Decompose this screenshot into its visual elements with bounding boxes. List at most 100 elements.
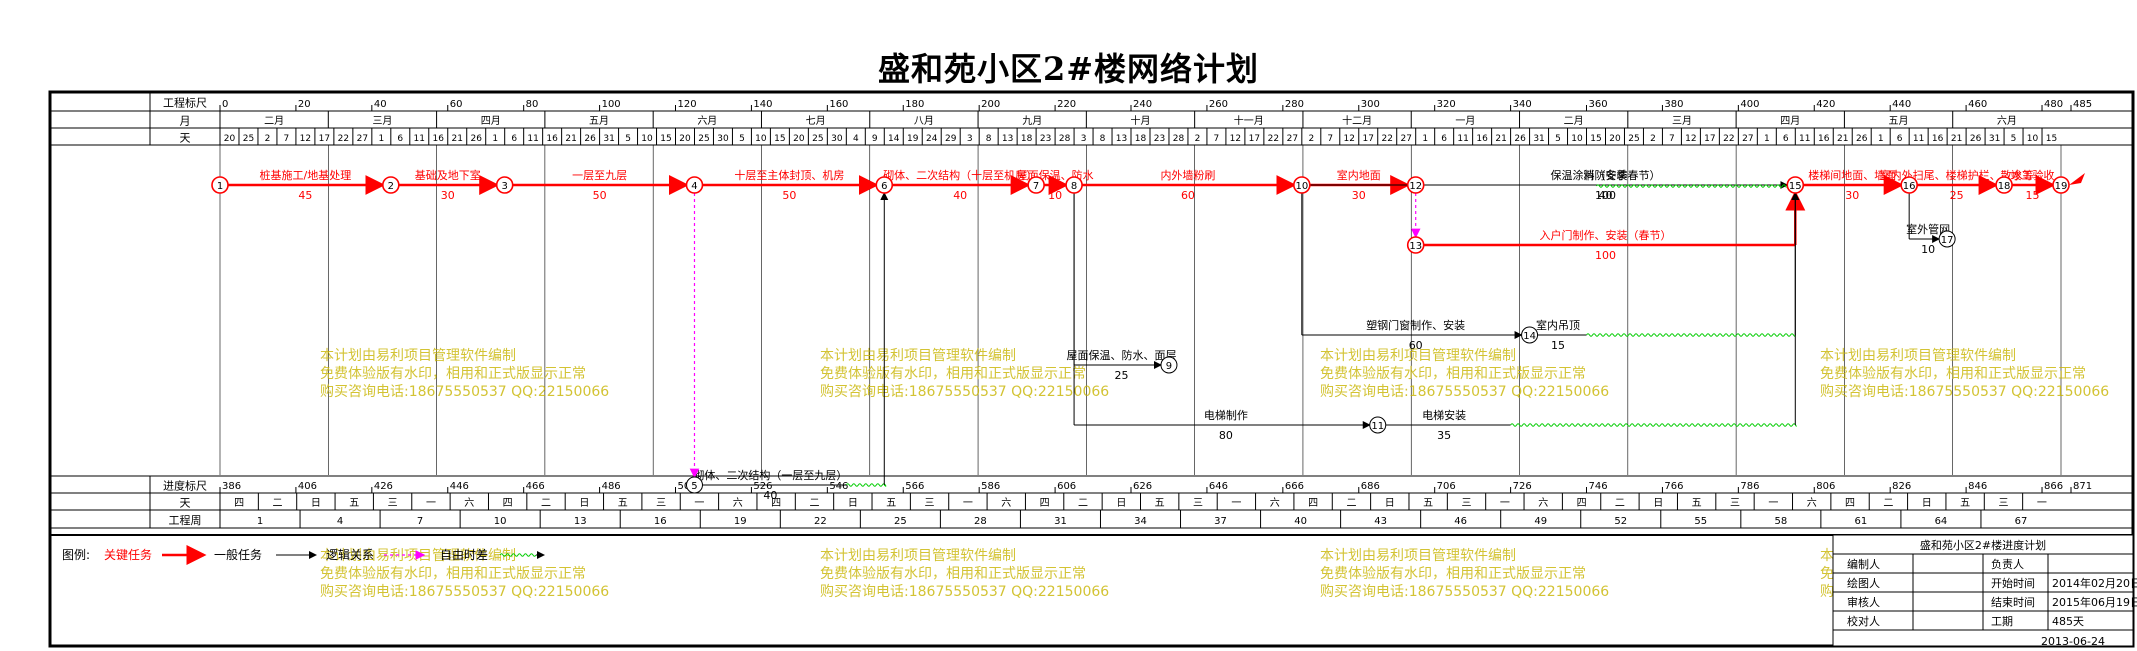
day-label: 16 bbox=[546, 134, 558, 144]
day-label: 30 bbox=[717, 134, 729, 144]
week-label: 10 bbox=[494, 516, 507, 527]
top-tick-label: 400 bbox=[1740, 99, 1759, 110]
top-tick-label: 40 bbox=[374, 99, 387, 110]
task-name: 室内外扫尾、楼梯护栏、散水等 bbox=[1880, 168, 2034, 182]
watermark-line: 购买咨询电话:18675550537 QQ:22150066 bbox=[320, 384, 609, 400]
bottom-tick-label: 666 bbox=[1285, 481, 1304, 492]
task-name: 屋面保温、防水、面层 bbox=[1067, 348, 1177, 362]
weekday-row-label: 天 bbox=[180, 497, 191, 510]
weekday-label: 三 bbox=[1730, 498, 1740, 509]
legend-logic-text: 逻辑关系 bbox=[326, 548, 374, 562]
watermark-line: 购买咨询电话:18675550537 QQ:22150066 bbox=[1320, 584, 1609, 600]
info-key: 开始时间 bbox=[1991, 576, 2035, 590]
day-label: 2 bbox=[1650, 134, 1656, 144]
event-node bbox=[875, 176, 894, 194]
day-label: 6 bbox=[1783, 134, 1789, 144]
top-tick-label: 20 bbox=[298, 99, 311, 110]
event-node bbox=[1160, 356, 1178, 374]
day-label: 15 bbox=[660, 134, 671, 144]
day-label: 27 bbox=[1742, 134, 1753, 144]
frame bbox=[48, 90, 2135, 648]
watermark-line: 免费体验版有水印，相用和正式版显示正常 bbox=[820, 366, 1086, 382]
day-label: 11 bbox=[527, 134, 538, 144]
day-label: 26 bbox=[470, 134, 482, 144]
day-label: 16 bbox=[1932, 134, 1944, 144]
weekday-label: 二 bbox=[809, 498, 819, 509]
weekday-label: 五 bbox=[1155, 498, 1165, 509]
watermark-line: 购买咨询电话:18675550537 QQ:22150066 bbox=[320, 584, 609, 600]
day-label: 11 bbox=[414, 134, 425, 144]
bottom-tick-label: 826 bbox=[1892, 481, 1911, 492]
weekday-label: 五 bbox=[1692, 498, 1702, 509]
week-label: 19 bbox=[734, 516, 747, 527]
week-label: 1 bbox=[257, 516, 263, 527]
day-label: 25 bbox=[698, 134, 709, 144]
bottom-tick-label: 871 bbox=[2073, 481, 2092, 492]
event-node-number: 6 bbox=[881, 181, 887, 192]
day-label: 5 bbox=[1555, 134, 1561, 144]
event-node-number: 12 bbox=[1409, 181, 1422, 192]
weekday-label: 四 bbox=[1577, 498, 1587, 509]
watermark-line: 免费体验版有水印，相用和正式版显示正常 bbox=[320, 566, 586, 582]
task-duration: 25 bbox=[1115, 369, 1129, 382]
watermark-line: 购买咨询电话:18675550537 QQ:22150066 bbox=[1320, 384, 1609, 400]
top-tick-label: 360 bbox=[1589, 99, 1608, 110]
free-float-wave bbox=[1586, 333, 1796, 337]
day-label: 7 bbox=[1214, 134, 1220, 144]
weekday-label: 日 bbox=[1116, 498, 1126, 509]
month-label: 二月 bbox=[1564, 115, 1584, 127]
event-node bbox=[382, 176, 400, 194]
week-label: 28 bbox=[974, 516, 987, 527]
top-tick-label: 160 bbox=[829, 99, 848, 110]
month-label: 十月 bbox=[1131, 114, 1151, 127]
watermark-line: 购买咨询电话:18675550537 QQ:22150066 bbox=[1820, 384, 2109, 400]
day-label: 13 bbox=[1116, 134, 1127, 144]
event-node-number: 7 bbox=[1033, 181, 1039, 192]
bottom-tick-label: 546 bbox=[829, 481, 848, 492]
watermark-line: 免费体验版有水印，相用和正式版显示正常 bbox=[820, 566, 1086, 582]
bottom-tick-label: 786 bbox=[1740, 481, 1759, 492]
event-node-number: 4 bbox=[691, 181, 697, 192]
bottom-tick-label: 646 bbox=[1209, 481, 1228, 492]
day-label: 10 bbox=[755, 134, 767, 144]
day-label: 23 bbox=[1154, 134, 1165, 144]
month-label: 三月 bbox=[1672, 115, 1692, 127]
weekday-label: 日 bbox=[1653, 498, 1663, 509]
info-key: 负责人 bbox=[1991, 557, 2024, 571]
day-label: 16 bbox=[1476, 134, 1488, 144]
day-label: 15 bbox=[774, 134, 785, 144]
weekday-label: 三 bbox=[656, 498, 666, 509]
day-label: 9 bbox=[872, 134, 878, 144]
week-row-label: 工程周 bbox=[169, 514, 202, 527]
event-node bbox=[1406, 176, 1425, 194]
task-name: 竣工验收 bbox=[2011, 168, 2055, 182]
bottom-tick-label: 446 bbox=[450, 481, 469, 492]
day-label: 21 bbox=[1951, 134, 1962, 144]
day-label: 23 bbox=[1040, 134, 1051, 144]
task-name: 楼梯间地面、墙面 bbox=[1808, 168, 1896, 182]
event-node-number: 5 bbox=[691, 481, 697, 492]
event-node-number: 18 bbox=[1998, 181, 2011, 192]
watermark-line: 本计划由易利项目管理软件编制 bbox=[820, 548, 1016, 564]
day-label: 28 bbox=[1059, 134, 1071, 144]
top-tick-label: 220 bbox=[1057, 99, 1076, 110]
task-duration: 10 bbox=[1048, 189, 1062, 202]
weekday-label: 四 bbox=[1845, 498, 1855, 509]
bottom-tick-label: 566 bbox=[905, 481, 924, 492]
day-label: 22 bbox=[1723, 134, 1734, 144]
bottom-tick-label: 606 bbox=[1057, 481, 1076, 492]
weekday-label: 一 bbox=[1500, 498, 1510, 509]
week-label: 22 bbox=[814, 516, 827, 527]
event-node bbox=[1065, 176, 1083, 194]
task-duration: 100 bbox=[1595, 189, 1616, 202]
weekday-label: 六 bbox=[1538, 497, 1548, 509]
day-label: 2 bbox=[1195, 134, 1201, 144]
day-label: 11 bbox=[1457, 134, 1468, 144]
task-name: 消防安装 bbox=[1583, 168, 1627, 182]
day-label: 26 bbox=[584, 134, 596, 144]
day-label: 1 bbox=[1878, 134, 1884, 144]
day-label: 12 bbox=[1230, 134, 1241, 144]
bottom-tick-label: 726 bbox=[1513, 481, 1532, 492]
day-label: 4 bbox=[853, 134, 859, 144]
week-label: 64 bbox=[1935, 516, 1948, 527]
